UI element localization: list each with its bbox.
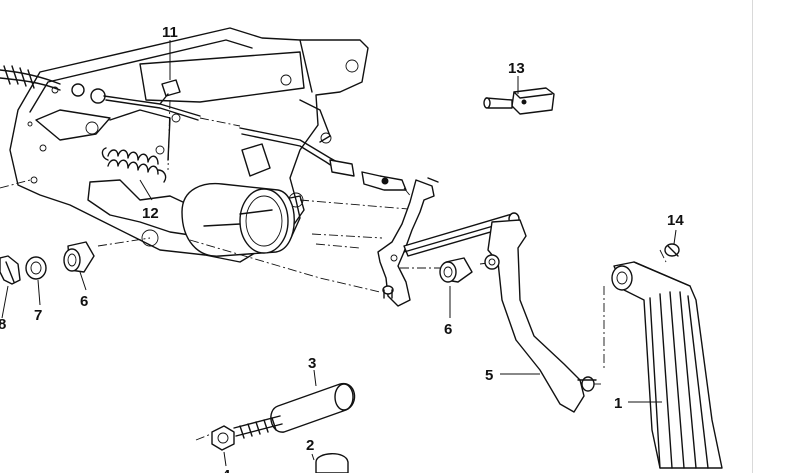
accelerator-pedal-part-1 [611,261,723,469]
bushing-part-6-left [63,241,95,273]
nut-part-4 [211,425,235,451]
callout-2: 2 [306,437,314,454]
callout-6-left: 6 [80,293,88,310]
callout-7: 7 [34,307,42,324]
callout-14: 14 [667,212,684,229]
callout-1: 1 [614,395,622,412]
bellcrank-lever [377,177,439,307]
callout-4: 4 [222,467,231,473]
pedal-arm-part-5 [484,219,597,413]
clip-part-8 [0,255,21,285]
bushing-part-6-right [439,257,473,283]
buffer-part-2 [315,453,349,473]
clip-part-14 [664,243,680,257]
screw-part-11 [159,79,181,105]
callout-13: 13 [508,60,525,77]
callout-labels: 1 2 3 4 5 6 6 7 8 11 12 13 14 [0,24,684,473]
leader-lines [1,40,677,467]
callout-3: 3 [308,355,316,372]
washer-part-7 [25,256,47,280]
stop-part-3 [233,383,356,439]
callout-5: 5 [485,367,493,384]
callout-8: 8 [0,316,6,333]
callout-11: 11 [162,24,178,41]
page-edge-divider [752,0,753,473]
callout-6-right: 6 [444,321,452,338]
callout-12: 12 [142,205,159,222]
spring-part-12 [101,147,167,183]
cylinder-housing [181,182,295,257]
connector-part-13 [483,87,555,115]
